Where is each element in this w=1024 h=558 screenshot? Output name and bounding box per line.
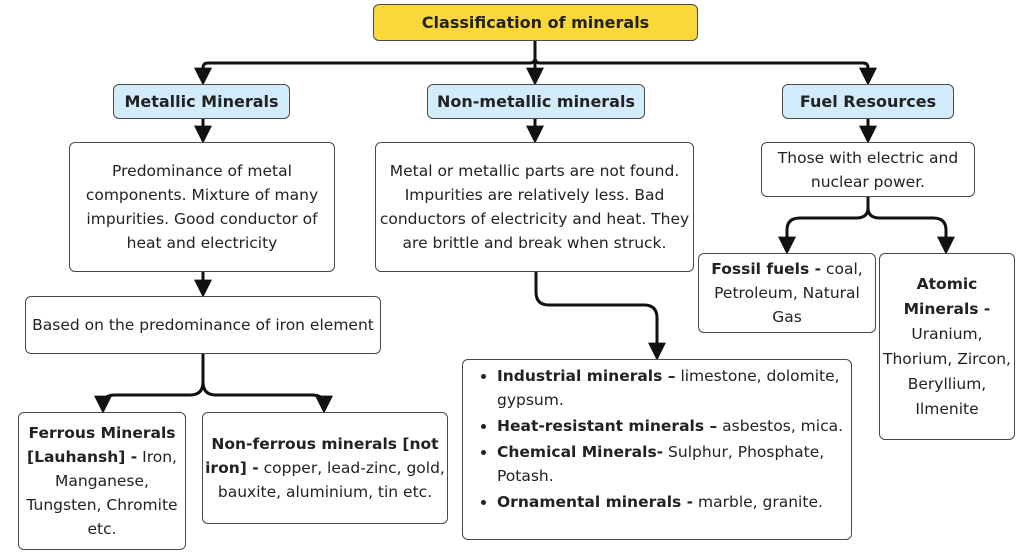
category-metallic-label: Metallic Minerals — [124, 91, 279, 111]
fossil-fuels-node: Fossil fuels - coal, Petroleum, Natural … — [698, 253, 876, 333]
atomic-minerals-node: Atomic Minerals - Uranium, Thorium, Zirc… — [879, 253, 1015, 440]
ferrous-examples: Iron, Manganese, Tungsten, Chromite etc. — [26, 448, 178, 538]
iron-basis-node: Based on the predominance of iron elemen… — [25, 296, 381, 354]
list-item: Heat-resistant minerals – asbestos, mica… — [497, 414, 845, 438]
category-non-metallic-minerals: Non-metallic minerals — [427, 84, 645, 119]
non-ferrous-minerals-node: Non-ferrous minerals [not iron] - copper… — [202, 412, 448, 524]
fuel-description-text: Those with electric and nuclear power. — [777, 148, 959, 191]
diagram-title: Classification of minerals — [373, 4, 698, 41]
list-item-label: Heat-resistant minerals – — [497, 417, 718, 435]
category-fuel-resources: Fuel Resources — [782, 84, 954, 119]
non-metallic-description: Metal or metallic parts are not found. I… — [375, 142, 694, 272]
list-item: Chemical Minerals- Sulphur, Phosphate, P… — [497, 440, 845, 488]
atomic-minerals-examples: Uranium, Thorium, Zircon, Beryllium, Ilm… — [883, 324, 1011, 418]
connector-to-atomic — [866, 206, 955, 255]
category-fuel-label: Fuel Resources — [799, 91, 937, 111]
fuel-description: Those with electric and nuclear power. — [761, 142, 975, 197]
non-ferrous-examples: copper, lead-zinc, gold, bauxite, alumin… — [217, 459, 445, 501]
list-item-text: asbestos, mica. — [722, 417, 844, 435]
fossil-fuels-examples: coal, Petroleum, Natural Gas — [714, 260, 863, 326]
category-non-metallic-label: Non-metallic minerals — [437, 91, 635, 111]
fossil-fuels-label: Fossil fuels - — [711, 260, 822, 278]
metallic-description: Predominance of metal components. Mixtur… — [69, 142, 335, 272]
diagram-title-text: Classification of minerals — [421, 12, 650, 32]
connector-to-nonmetallic-list — [534, 270, 666, 361]
list-item: Ornamental minerals - marble, granite. — [497, 490, 845, 514]
iron-basis-text: Based on the predominance of iron elemen… — [32, 316, 374, 334]
list-item-text: marble, granite. — [698, 493, 823, 511]
list-item: Industrial minerals – limestone, dolomit… — [497, 364, 845, 412]
connector-title-to-metallic — [194, 39, 537, 86]
list-item-label: Chemical Minerals- — [497, 443, 664, 461]
list-item-label: Ornamental minerals - — [497, 493, 694, 511]
category-metallic-minerals: Metallic Minerals — [113, 84, 290, 119]
list-item-label: Industrial minerals – — [497, 367, 676, 385]
non-ferrous-label: Non-ferrous minerals [not iron] - — [205, 435, 439, 477]
connector-to-nonferrous — [201, 380, 333, 414]
non-metallic-description-text: Metal or metallic parts are not found. I… — [379, 162, 690, 252]
list-item-text: limestone, dolomite, gypsum. — [497, 367, 840, 409]
connector-title-to-fuel — [533, 56, 877, 86]
non-metallic-types-list: Industrial minerals – limestone, dolomit… — [462, 359, 852, 540]
atomic-minerals-label: Atomic Minerals - — [903, 274, 991, 318]
connector-to-fossil — [778, 195, 870, 255]
metallic-description-text: Predominance of metal components. Mixtur… — [85, 162, 319, 252]
list-item-text: Sulphur, Phosphate, Potash. — [497, 443, 825, 485]
connector-to-ferrous — [94, 352, 205, 414]
ferrous-label: Ferrous Minerals [Lauhansh] - — [27, 424, 176, 466]
ferrous-minerals-node: Ferrous Minerals [Lauhansh] - Iron, Mang… — [18, 412, 186, 550]
